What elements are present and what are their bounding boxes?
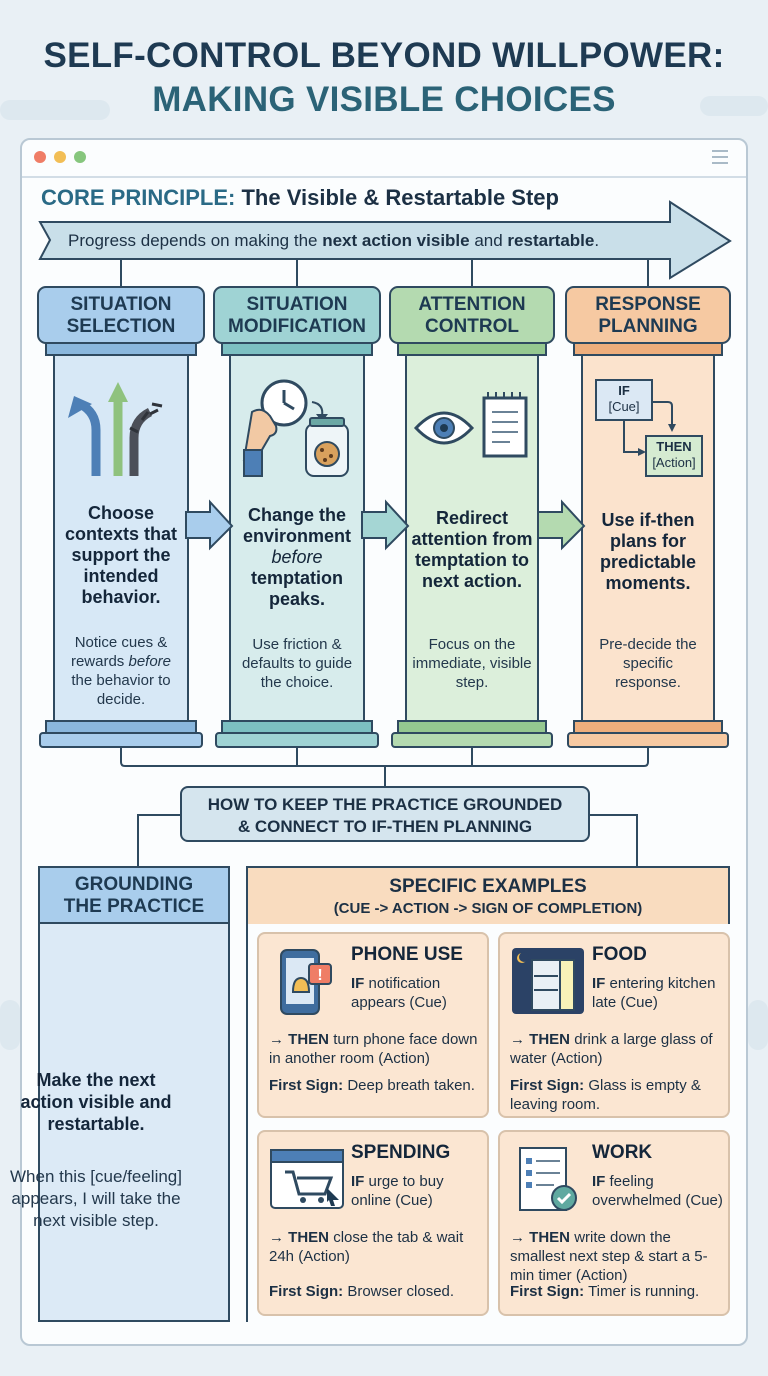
- card-if: IF urge to buy online (Cue): [351, 1173, 444, 1209]
- fridge-night-icon: [512, 948, 584, 1014]
- minimize-dot-icon[interactable]: [54, 151, 66, 163]
- then-label: THEN[Action]: [652, 439, 696, 470]
- card-sign: First Sign: Timer is running.: [510, 1283, 700, 1300]
- pillar-3-sub: Focus on the immediate, visible step.: [412, 636, 532, 691]
- close-dot-icon[interactable]: [34, 151, 46, 163]
- grounding-sub: When this [cue/feeling] appears, I will …: [10, 1167, 182, 1230]
- card-title: WORK: [592, 1142, 653, 1163]
- example-card-food: FOOD IF entering kitchen late (Cue) → TH…: [498, 932, 730, 1118]
- eye-notepad-icon: [413, 392, 528, 458]
- card-then: → THEN close the tab & wait 24h (Action): [269, 1229, 464, 1265]
- pillar-4-main: Use if-then plans for predictable moment…: [599, 510, 697, 593]
- pillar-3-main: Redirect attention from temptation to ne…: [411, 508, 533, 591]
- phone-notification-icon: !: [280, 949, 332, 1015]
- checklist-icon: [519, 1147, 577, 1211]
- flow-arrow-3: [537, 499, 586, 551]
- card-if: IF entering kitchen late (Cue): [592, 975, 716, 1011]
- core-principle-text: The Visible & Restartable Step: [241, 185, 559, 210]
- pillar-1-sub: Notice cues & rewards before the behavio…: [70, 634, 172, 708]
- if-label: IF[Cue]: [608, 383, 640, 414]
- example-card-work: WORK IF feeling overwhelmed (Cue) → THEN…: [498, 1130, 730, 1316]
- background-bar: [748, 1000, 768, 1050]
- core-principle-title: CORE PRINCIPLE: The Visible & Restartabl…: [41, 185, 559, 211]
- svg-text:!: !: [317, 967, 322, 984]
- card-sign: First Sign: Glass is empty & leaving roo…: [510, 1077, 701, 1113]
- page-title: SELF-CONTROL BEYOND WILLPOWER: MAKING VI…: [0, 34, 768, 122]
- progress-arrow: [38, 200, 732, 280]
- example-card-spending: SPENDING IF urge to buy online (Cue) → T…: [257, 1130, 489, 1316]
- pillar-2-main: Change the environment before temptation…: [242, 505, 352, 609]
- card-sign: First Sign: Browser closed.: [269, 1283, 455, 1300]
- progress-statement: Progress depends on making the next acti…: [68, 231, 600, 250]
- if-then-diagram-icon: [595, 379, 703, 477]
- examples-header: SPECIFIC EXAMPLES (CUE -> ACTION -> SIGN…: [246, 866, 730, 924]
- background-bar: [0, 1000, 20, 1050]
- grounding-main: Make the next action visible and restart…: [20, 1070, 172, 1134]
- maximize-dot-icon[interactable]: [74, 151, 86, 163]
- example-card-phone: ! PHONE USE IF notification appears (Cue…: [257, 932, 489, 1118]
- pillar-1-main: Choose contexts that support the intende…: [64, 503, 178, 607]
- card-sign: First Sign: Deep breath taken.: [269, 1077, 475, 1094]
- card-title: PHONE USE: [351, 944, 463, 965]
- card-if: IF notification appears (Cue): [351, 975, 447, 1011]
- pillar-2-sub: Use friction & defaults to guide the cho…: [241, 636, 353, 691]
- card-then: → THEN drink a large glass of water (Act…: [510, 1031, 713, 1067]
- window-titlebar: [22, 140, 746, 178]
- title-line-1: SELF-CONTROL BEYOND WILLPOWER:: [43, 36, 725, 75]
- core-principle-label: CORE PRINCIPLE:: [41, 185, 236, 210]
- card-title: FOOD: [592, 944, 647, 965]
- examples-area: [246, 924, 730, 1322]
- background-bar: [700, 96, 768, 116]
- clock-cookie-jar-icon: [242, 379, 349, 477]
- diverging-paths-icon: [68, 382, 163, 476]
- card-then: → THEN turn phone face down in another r…: [269, 1031, 478, 1067]
- hamburger-menu-icon[interactable]: [712, 150, 728, 168]
- flow-arrow-2: [361, 499, 410, 551]
- card-if: IF feeling overwhelmed (Cue): [592, 1173, 723, 1209]
- title-line-2: MAKING VISIBLE CHOICES: [152, 80, 616, 119]
- card-title: SPENDING: [351, 1142, 451, 1163]
- flow-arrow-1: [185, 499, 234, 551]
- card-then: → THEN write down the smallest next step…: [510, 1229, 708, 1284]
- grounding-connector-box: HOW TO KEEP THE PRACTICE GROUNDED& CONNE…: [180, 786, 590, 842]
- shopping-cart-browser-icon: [270, 1149, 344, 1209]
- background-bar: [0, 100, 110, 120]
- pillar-4-sub: Pre-decide the specific response.: [599, 636, 697, 691]
